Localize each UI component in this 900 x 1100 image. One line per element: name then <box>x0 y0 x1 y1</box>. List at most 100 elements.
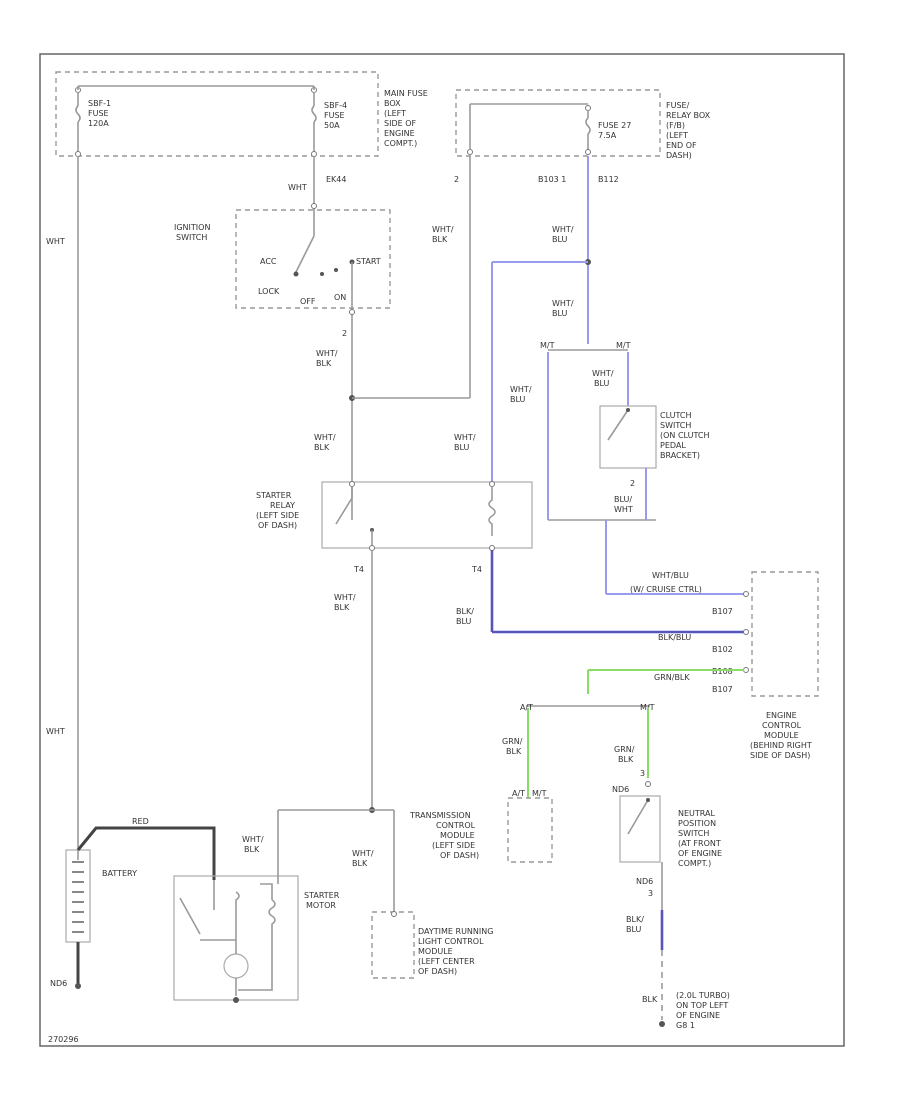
label-wht-blu-1: WHT/ BLU <box>552 225 574 244</box>
diagram-label: FUSE <box>88 109 109 118</box>
diagram-label: A/T <box>512 789 525 798</box>
neutral-position-switch <box>619 795 661 863</box>
diagram-label: RELAY <box>270 501 295 510</box>
label-wht-blk-2: WHT/ BLK <box>432 225 454 244</box>
diagram-label: DAYTIME RUNNING <box>418 927 493 936</box>
diagram-frame <box>39 53 845 1047</box>
diagram-label: 50A <box>324 121 340 130</box>
diagram-label: RED <box>132 817 149 826</box>
diagram-label: OF ENGINE <box>676 1011 720 1020</box>
label-blu-wht: BLU/ WHT <box>614 495 633 514</box>
diagram-label: GRN/ <box>502 737 523 746</box>
diagram-label: WHT/BLU <box>652 571 689 580</box>
diagram-label: WHT/ <box>432 225 454 234</box>
label-wht-blk-6: WHT/ BLK <box>352 849 374 868</box>
diagram-label: CONTROL <box>762 721 802 730</box>
diagram-label: NEUTRAL <box>678 809 715 818</box>
fuse-sbf1-text: SBF-1 <box>88 99 111 108</box>
label-grn-blk-1: GRN/ BLK <box>502 737 523 756</box>
diagram-label: OF DASH) <box>258 521 297 530</box>
battery-label: BATTERY <box>102 869 137 878</box>
label-wht-blk-1: WHT/ BLK <box>316 349 338 368</box>
diagram-label: WHT/ <box>242 835 264 844</box>
diagram-label: CONTROL <box>436 821 476 830</box>
main-fuse-box-outline <box>55 71 379 157</box>
diagram-label: 3 <box>648 889 653 898</box>
diagram-label: ACC <box>260 257 277 266</box>
connector-b112: B112 <box>598 175 619 184</box>
diagram-label: BLU <box>454 443 470 452</box>
diagram-label: ND6 <box>612 785 629 794</box>
relay-contact <box>335 497 353 525</box>
ignition-switch-outline <box>235 209 391 309</box>
diagram-label: COMPT.) <box>384 139 417 148</box>
diagram-label: CLUTCH <box>660 411 692 420</box>
diagram-label: G8 1 <box>676 1021 695 1030</box>
diagram-label: BLK <box>506 747 522 756</box>
diagram-label: 2 <box>630 479 635 488</box>
diagram-label: WHT/ <box>510 385 532 394</box>
diagram-label: ND6 <box>636 877 653 886</box>
diagram-label: (LEFT <box>666 131 688 140</box>
starter-relay <box>321 481 533 549</box>
label-wht-blu-2: WHT/ BLU <box>552 299 574 318</box>
diagram-label: WHT/ <box>314 433 336 442</box>
drl-control-module-outline <box>371 911 415 979</box>
diagram-label: (ON CLUTCH <box>660 431 709 440</box>
diagram-label: B108 <box>712 667 733 676</box>
diagram-label: SWITCH <box>176 233 207 242</box>
diagram-label: (LEFT CENTER <box>418 957 475 966</box>
diagram-label: IGNITION <box>174 223 210 232</box>
diagram-label: (AT FRONT <box>678 839 721 848</box>
diagram-label: ENGINE <box>766 711 797 720</box>
diagram-label: ND6 <box>50 979 67 988</box>
starter-solenoid-contact <box>179 897 201 935</box>
wire-red-battery <box>76 826 216 880</box>
ground-label: (2.0L TURBO) ON TOP LEFT OF ENGINE G8 1 <box>676 991 730 1030</box>
diagram-label: 3 <box>640 769 645 778</box>
diagram-label: TRANSMISSION <box>409 811 471 820</box>
diagram-label: FUSE 27 <box>598 121 631 130</box>
ignition-switch-label: IGNITION SWITCH <box>174 223 210 242</box>
transmission-control-module-outline <box>507 797 553 863</box>
diagram-label: B107 <box>712 607 733 616</box>
diagram-label: ON <box>334 293 346 302</box>
diagram-label: WHT <box>614 505 633 514</box>
diagram-label: (BEHIND RIGHT <box>750 741 812 750</box>
diagram-label: M/T <box>540 341 555 350</box>
diagram-label: BLU/ <box>614 495 632 504</box>
diagram-label: BLK <box>244 845 260 854</box>
diagram-label: POSITION <box>678 819 716 828</box>
diagram-label: BOX <box>384 99 401 108</box>
diagram-label: BLK <box>316 359 332 368</box>
diagram-label: FUSE/ <box>666 101 690 110</box>
diagram-label: WHT <box>288 183 307 192</box>
diagram-label: (LEFT SIDE <box>432 841 475 850</box>
diagram-label: BLK <box>618 755 634 764</box>
ground-point-g8 <box>659 1021 665 1027</box>
diagram-label: COMPT.) <box>678 859 711 868</box>
ecm-pins: B107 B102 B108 B107 <box>712 607 733 694</box>
label-wht-blu-3: WHT/ BLU <box>454 433 476 452</box>
diagram-label: SIDE OF DASH) <box>750 751 810 760</box>
diagram-label: OF DASH) <box>440 851 479 860</box>
clutch-switch <box>599 405 657 469</box>
diagram-label: T4 <box>471 565 482 574</box>
diagram-label: (2.0L TURBO) <box>676 991 730 1000</box>
diagram-label: M/T <box>532 789 547 798</box>
diagram-label: BLU <box>626 925 642 934</box>
diagram-label: WHT/ <box>552 299 574 308</box>
tcm-label: TRANSMISSION CONTROL MODULE (LEFT SIDE O… <box>409 811 479 860</box>
diagram-label: OF ENGINE <box>678 849 722 858</box>
ignition-contact <box>295 235 315 273</box>
diagram-label: 2 <box>454 175 459 184</box>
diagram-label: BLU <box>552 235 568 244</box>
diagram-label: WHT <box>46 237 65 246</box>
label-blk-blu-2: BLK/ BLU <box>626 915 644 934</box>
diagram-label: B102 <box>712 645 733 654</box>
fuse-sbf1: SBF-1 FUSE 120A <box>75 87 111 157</box>
diagram-label: STARTER <box>304 891 340 900</box>
diagram-label: GRN/BLK <box>654 673 690 682</box>
neutral-switch-label: NEUTRAL POSITION SWITCH (AT FRONT OF ENG… <box>678 809 722 868</box>
